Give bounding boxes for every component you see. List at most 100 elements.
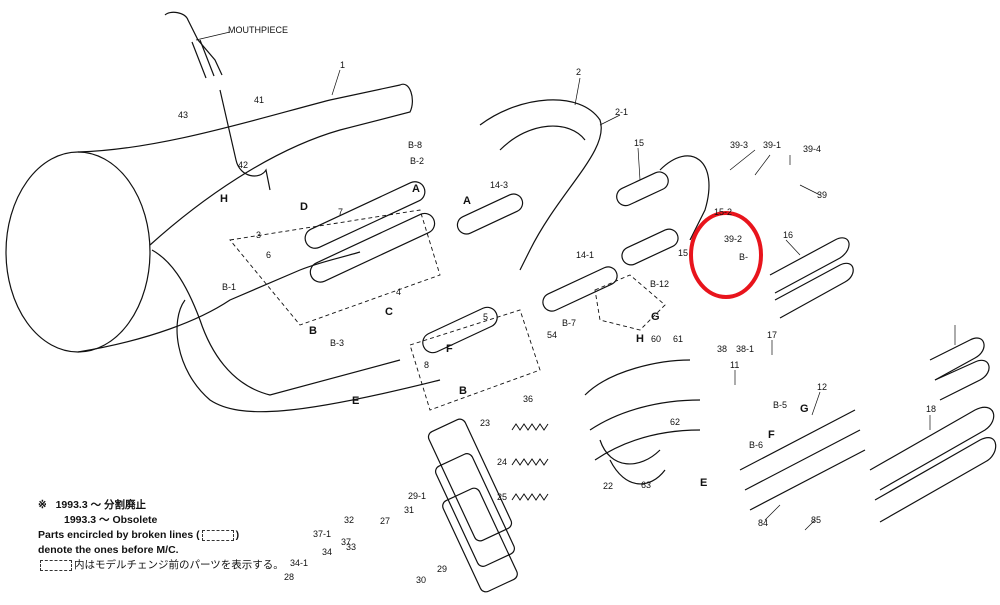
part-label-60: 60 [651,334,661,344]
legend-line-denote: denote the ones before M/C. [38,544,179,556]
leadpipe [219,89,271,191]
part-label-8: 8 [424,360,429,370]
part-label-31: 31 [404,505,414,515]
letter-b-2: B [459,385,467,397]
part-label-38-1: 38-1 [736,344,754,354]
part-label-54: 54 [547,330,557,340]
highlight-circle [689,211,763,299]
part-label-22: 22 [603,481,613,491]
legend-line-jp-note: 内はモデルチェンジ前のパーツを表示する。 [74,559,284,571]
letter-f-1: F [446,343,453,355]
part-label-37: 37 [341,537,351,547]
part-label-85: 85 [811,515,821,525]
part-label-32: 32 [344,515,354,525]
legend-row-jp-note: 内はモデルチェンジ前のパーツを表示する。 [38,558,284,573]
part-label-2-1: 2-1 [615,107,628,117]
part-label-27: 27 [380,516,390,526]
part-label-14-3: 14-3 [490,180,508,190]
part-label-39-2: 39-2 [724,234,742,244]
legend-mark: ※ [38,499,47,511]
mouthpiece-label: MOUTHPIECE [228,25,288,35]
part-label-12: 12 [817,382,827,392]
legend-row-encircled: Parts encircled by broken lines () [38,528,284,543]
part-label-24: 24 [497,457,507,467]
legend-line-encircled-end: ) [235,529,240,541]
letter-h-1: H [220,193,228,205]
part-label-18: 18 [926,404,936,414]
part-label-3: 3 [256,230,261,240]
letter-d: D [300,201,308,213]
leader-lines [195,31,956,531]
part-label-43: 43 [178,110,188,120]
springs [511,423,549,501]
part-label-38: 38 [717,344,727,354]
part-label-39-3: 39-3 [730,140,748,150]
part-label-34-1: 34-1 [290,558,308,568]
part-label-b-2: B-2 [410,156,424,166]
dashed-box-icon [201,529,234,541]
tuning-slides-right [739,237,997,523]
legend-line-encircled: Parts encircled by broken lines ( [38,529,200,541]
letter-labels: A A B B C D E E F F G G H H [220,183,809,489]
part-label-39: 39 [817,190,827,200]
legend-line-jp: 1993.3 ～ 分割廃止 [55,499,147,511]
dashed-box-icon-2 [40,559,72,571]
letter-a-1: A [412,183,420,195]
part-label-b-1: B-1 [222,282,236,292]
part-label-36: 36 [523,394,533,404]
legend-row-denote: denote the ones before M/C. [38,543,284,558]
part-label-34: 34 [322,547,332,557]
part-labels: MOUTHPIECE 1 2 2-1 3 4 5 6 7 8 11 12 14-… [178,25,936,585]
part-label-39-1: 39-1 [763,140,781,150]
valve-block [427,359,701,593]
part-label-b-5: B-5 [773,400,787,410]
part-label-17: 17 [767,330,777,340]
part-label-11: 11 [730,360,739,370]
part-label-30: 30 [416,575,426,585]
part-label-63: 63 [641,480,651,490]
part-label-b-3: B-3 [330,338,344,348]
broken-line-boxes [229,209,666,411]
letter-e-2: E [700,477,707,489]
part-label-6: 6 [266,250,271,260]
part-label-41: 41 [254,95,264,105]
part-label-33: 33 [346,542,356,552]
letter-f-2: F [768,429,775,441]
part-label-16: 16 [783,230,793,240]
letter-a-2: A [463,195,471,207]
letter-e-1: E [352,395,359,407]
part-label-29-1: 29-1 [408,491,426,501]
part-label-14-1: 14-1 [576,250,594,260]
mouthpiece [164,11,223,79]
part-label-62: 62 [670,417,680,427]
legend-row-en: 1993.3 ～ Obsolete [38,513,284,528]
part-label-b-partial: B- [739,252,748,262]
part-label-42: 42 [238,160,248,170]
part-label-5: 5 [483,312,488,322]
part-label-15-2: 15-2 [714,207,732,217]
legend-notes: ※ 1993.3 ～ 分割廃止 1993.3 ～ Obsolete Parts … [38,498,284,573]
letter-h-2: H [636,333,644,345]
letter-c: C [385,306,393,318]
part-label-29: 29 [437,564,447,574]
part-label-23: 23 [480,418,490,428]
part-label-25: 25 [497,492,507,502]
part-label-61: 61 [673,334,683,344]
legend-row-jp: ※ 1993.3 ～ 分割廃止 [38,498,284,513]
legend-line-en: 1993.3 ～ Obsolete [64,514,158,526]
part-label-39-4: 39-4 [803,144,821,154]
part-label-7: 7 [338,207,343,217]
part-label-1: 1 [340,60,345,70]
part-label-28: 28 [284,572,294,582]
slide-tubes [304,99,710,354]
part-label-2: 2 [576,67,581,77]
part-label-15-small: 15 [678,248,688,258]
bell-assembly [5,83,441,413]
part-label-b-6: B-6 [749,440,763,450]
letter-g-2: G [800,403,809,415]
part-label-4: 4 [396,287,401,297]
letter-g-1: G [651,311,660,323]
part-label-15: 15 [634,138,644,148]
part-label-b-8: B-8 [408,140,422,150]
